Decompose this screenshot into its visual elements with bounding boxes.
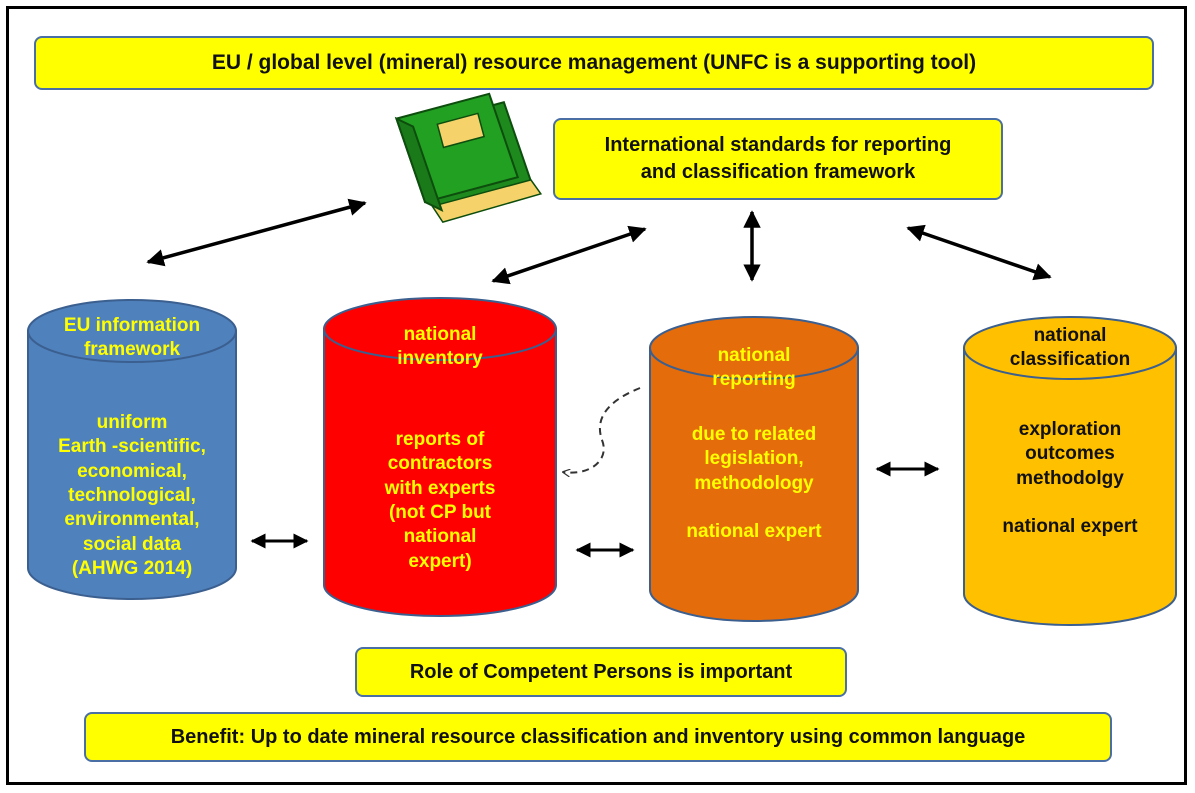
eu-cylinder-head: EU information framework [63, 315, 201, 361]
benefit-text: Benefit: Up to date mineral resource cla… [170, 725, 1026, 748]
cylinder-national-classification [963, 316, 1177, 626]
standards-box: International standards for reporting an… [553, 118, 1003, 200]
book-icon [394, 92, 543, 224]
standards-text: International standards for reporting an… [604, 134, 952, 183]
reporting-cylinder-body: due to related legislation, methodology … [686, 424, 822, 543]
arrow-standards-inventory [491, 225, 647, 285]
benefit-box: Benefit: Up to date mineral resource cla… [84, 712, 1112, 762]
cylinder-national-reporting [649, 316, 859, 622]
cylinder-national-inventory [323, 297, 557, 617]
top-level-text: EU / global level (mineral) resource man… [211, 50, 977, 74]
inventory-cylinder-head: national inventory [397, 324, 483, 370]
dashed-arrow-reporting-inventory [563, 387, 641, 473]
classification-cylinder-head: national classification [1009, 325, 1131, 371]
role-text: Role of Competent Persons is important [409, 660, 793, 683]
arrow-standards-classification [906, 224, 1052, 281]
inventory-cylinder-body: reports of contractors with experts (not… [384, 429, 496, 572]
arrow-book-eu [146, 198, 367, 267]
outer-frame [6, 6, 1187, 785]
reporting-cylinder-head: national reporting [712, 345, 796, 391]
classification-cylinder-body: exploration outcomes methodolgy national… [1002, 419, 1138, 538]
connector-arrows [146, 198, 1052, 558]
cylinder-eu-information [27, 299, 237, 600]
top-level-box: EU / global level (mineral) resource man… [34, 36, 1154, 90]
eu-cylinder-body: uniform Earth -scientific, economical, t… [58, 412, 206, 579]
role-box: Role of Competent Persons is important [355, 647, 847, 697]
